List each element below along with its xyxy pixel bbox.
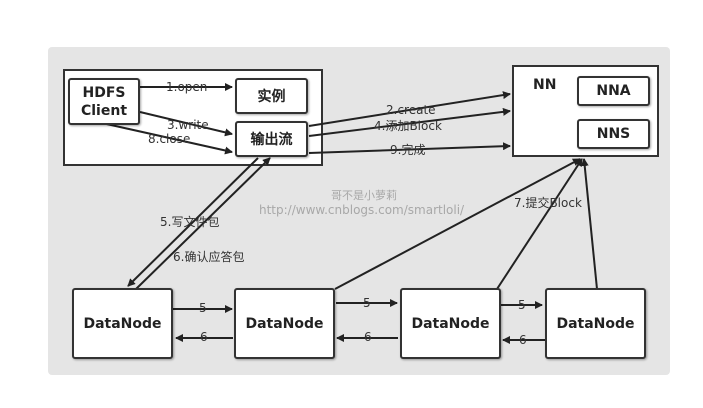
edge-submit-dn2: [496, 158, 583, 290]
datanode-4: DataNode: [545, 288, 646, 359]
edge-ack-packet: [135, 157, 271, 290]
label-pipe-ack-1: 6: [200, 330, 208, 344]
hdfs-client-node: HDFS Client: [68, 78, 140, 125]
edge-add-block: [308, 107, 511, 137]
label-pipe-forward-3: 5: [518, 298, 526, 312]
watermark-url: http://www.cnblogs.com/smartloli/: [259, 203, 465, 217]
instance-node: 实例: [235, 78, 308, 114]
label-pipe-ack-2: 6: [364, 330, 372, 344]
label-create: 2.create: [386, 103, 436, 117]
datanode-2: DataNode: [234, 288, 335, 359]
namenode-label: NN: [533, 77, 557, 93]
edge-complete: [308, 142, 511, 154]
label-pipe-forward-2: 5: [363, 296, 371, 310]
edge-submit-dn1: [334, 158, 581, 290]
hdfs-client-label: HDFS Client: [80, 84, 128, 119]
label-add-block: 4.添加Block: [374, 119, 442, 133]
datanode-3-label: DataNode: [411, 315, 490, 332]
label-complete: 9.完成: [390, 143, 426, 157]
output-stream-label: 输出流: [250, 132, 293, 148]
datanode-2-label: DataNode: [245, 315, 324, 332]
edge-create: [308, 91, 511, 127]
label-write-packet: 5.写文件包: [160, 215, 220, 229]
datanode-3: DataNode: [400, 288, 501, 359]
label-pipe-forward-1: 5: [199, 301, 207, 315]
label-write: 3.write: [167, 118, 209, 132]
edge-write-packet: [127, 157, 259, 287]
label-submit-block: 7.提交Block: [514, 196, 582, 210]
datanode-1-label: DataNode: [83, 315, 162, 332]
edge-write: [139, 111, 233, 137]
instance-label: 实例: [257, 89, 286, 105]
nns-label: NNS: [596, 126, 631, 142]
label-open: 1.open: [166, 80, 208, 94]
edge-close: [101, 122, 233, 155]
nns-node: NNS: [577, 119, 650, 149]
output-stream-node: 输出流: [235, 121, 308, 157]
watermark-author: 哥不是小萝莉: [331, 189, 397, 202]
nna-label: NNA: [596, 83, 631, 99]
datanode-4-label: DataNode: [556, 315, 635, 332]
edge-submit-dn3: [580, 158, 598, 290]
label-ack-packet: 6.确认应答包: [173, 250, 245, 264]
nna-node: NNA: [577, 76, 650, 106]
label-close: 8.close: [148, 132, 191, 146]
datanode-1: DataNode: [72, 288, 173, 359]
label-pipe-ack-3: 6: [519, 333, 527, 347]
